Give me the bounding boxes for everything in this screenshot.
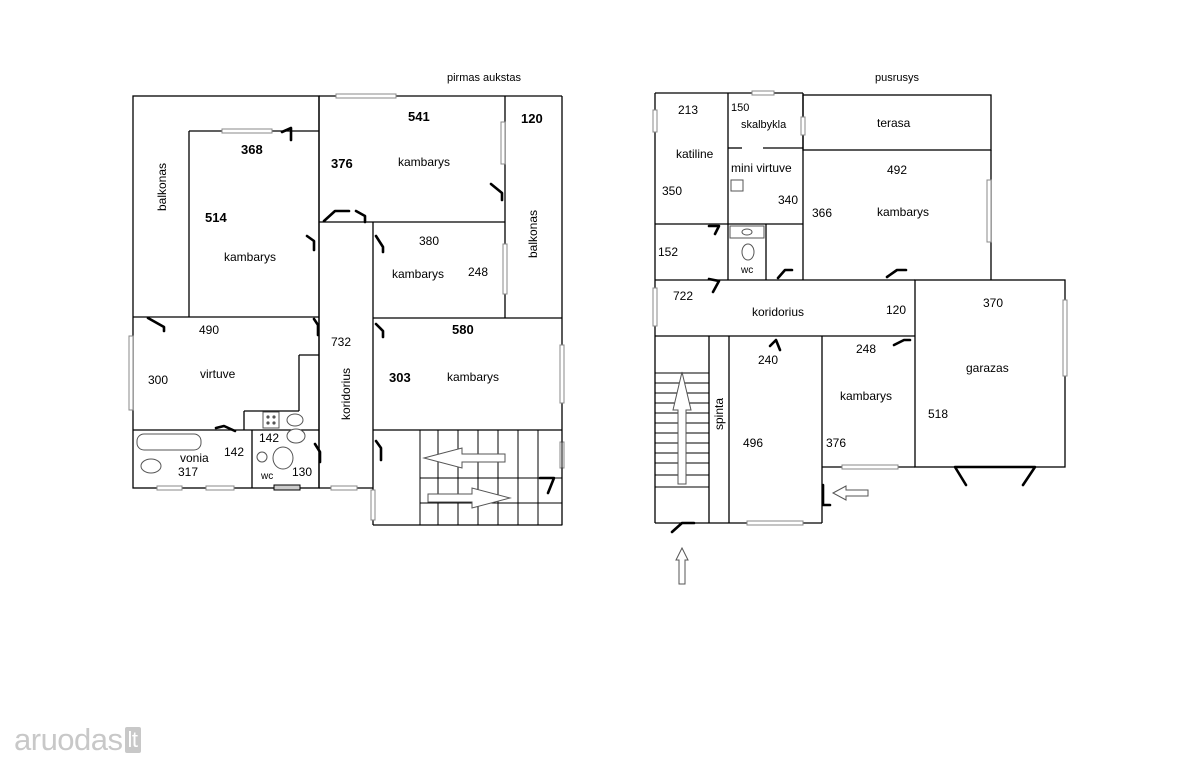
basement-title: pusrusys — [875, 72, 920, 84]
dim-376-basement: 376 — [826, 436, 846, 450]
dim-492: 492 — [887, 163, 907, 177]
room-virtuve: virtuve — [200, 367, 236, 381]
dim-541: 541 — [408, 109, 430, 124]
dim-240: 240 — [758, 353, 778, 367]
dim-130: 130 — [292, 465, 312, 479]
basement-entry-arrows — [675, 485, 869, 585]
basement-windows — [652, 90, 1068, 526]
room-kambarys-514: kambarys — [224, 250, 276, 264]
basement-plan: pusrusys 213 150 skalbykla terasa katili… — [652, 72, 1068, 585]
dim-496: 496 — [743, 436, 763, 450]
first-floor-title: pirmas aukstas — [447, 72, 521, 84]
room-koridorius-first: koridorius — [339, 368, 353, 420]
bidet-icon — [256, 451, 268, 463]
dim-248: 248 — [468, 265, 488, 279]
bath-sink-icon — [140, 458, 162, 474]
dim-580: 580 — [452, 322, 474, 337]
room-mini-virtuve: mini virtuve — [731, 161, 792, 175]
dim-150: 150 — [731, 102, 749, 114]
first-floor-windows — [128, 93, 565, 521]
wc-sink-icon — [286, 428, 306, 444]
room-wc-first: wc — [260, 471, 273, 482]
room-katiline: katiline — [676, 147, 714, 161]
room-garazas: garazas — [966, 361, 1009, 375]
stove-icon — [262, 411, 280, 429]
basement-walls — [654, 92, 1066, 524]
room-balkonas-right: balkonas — [526, 210, 540, 258]
kitchen-sink-icon — [286, 413, 304, 427]
basement-doors — [670, 224, 1037, 534]
stair-arrow-right-icon — [427, 487, 512, 509]
watermark-name: aruodas — [14, 722, 123, 757]
room-kambarys-380: kambarys — [392, 267, 444, 281]
room-koridorius-basement: koridorius — [752, 305, 804, 319]
dim-142-wc: 142 — [259, 431, 279, 445]
room-vonia: vonia — [180, 451, 209, 465]
room-wc-basement: wc — [740, 265, 753, 276]
stair-arrow-up-icon — [672, 371, 692, 485]
dim-213: 213 — [678, 103, 698, 117]
room-kambarys-248: kambarys — [840, 389, 892, 403]
dim-518: 518 — [928, 407, 948, 421]
basement-toilet-icon — [741, 243, 755, 261]
dim-303: 303 — [389, 370, 411, 385]
dim-300: 300 — [148, 373, 168, 387]
basement-stairs — [654, 371, 710, 488]
room-kambarys-580: kambarys — [447, 370, 499, 384]
dim-368: 368 — [241, 142, 263, 157]
basement-fixtures — [729, 179, 765, 261]
dim-370: 370 — [983, 296, 1003, 310]
room-skalbykla: skalbykla — [741, 119, 787, 131]
watermark-tld: lt — [124, 727, 141, 753]
dim-376: 376 — [331, 156, 353, 171]
first-floor-stairs — [419, 429, 563, 526]
dim-514: 514 — [205, 210, 227, 225]
dim-350: 350 — [662, 184, 682, 198]
dim-120-basement: 120 — [886, 303, 906, 317]
dim-490: 490 — [199, 323, 219, 337]
basement-labels: pusrusys 213 150 skalbykla terasa katili… — [658, 72, 1009, 450]
stair-arrow-left-icon — [422, 447, 506, 469]
room-terasa: terasa — [877, 116, 911, 130]
first-floor-labels: pirmas aukstas balkonas balkonas 368 514… — [148, 72, 543, 482]
room-balkonas-left: balkonas — [155, 163, 169, 211]
dim-142-vonia: 142 — [224, 445, 244, 459]
entry-arrow-left-icon — [831, 485, 869, 501]
room-kambarys-492: kambarys — [877, 205, 929, 219]
dim-248-basement: 248 — [856, 342, 876, 356]
first-floor-fixtures — [136, 411, 306, 474]
dim-317: 317 — [178, 465, 198, 479]
room-kambarys-541: kambarys — [398, 155, 450, 169]
dim-120: 120 — [521, 111, 543, 126]
toilet-icon — [272, 446, 294, 470]
first-floor-plan: pirmas aukstas balkonas balkonas 368 514… — [128, 72, 565, 526]
dim-380: 380 — [419, 234, 439, 248]
dim-732: 732 — [331, 335, 351, 349]
entry-arrow-up-icon — [675, 546, 689, 585]
room-spinta: spinta — [712, 398, 726, 430]
dim-340: 340 — [778, 193, 798, 207]
first-floor-doors — [146, 126, 556, 495]
mini-stove-icon — [730, 179, 744, 192]
bathtub-icon — [136, 433, 202, 451]
dim-152: 152 — [658, 245, 678, 259]
dim-366: 366 — [812, 206, 832, 220]
dim-722: 722 — [673, 289, 693, 303]
